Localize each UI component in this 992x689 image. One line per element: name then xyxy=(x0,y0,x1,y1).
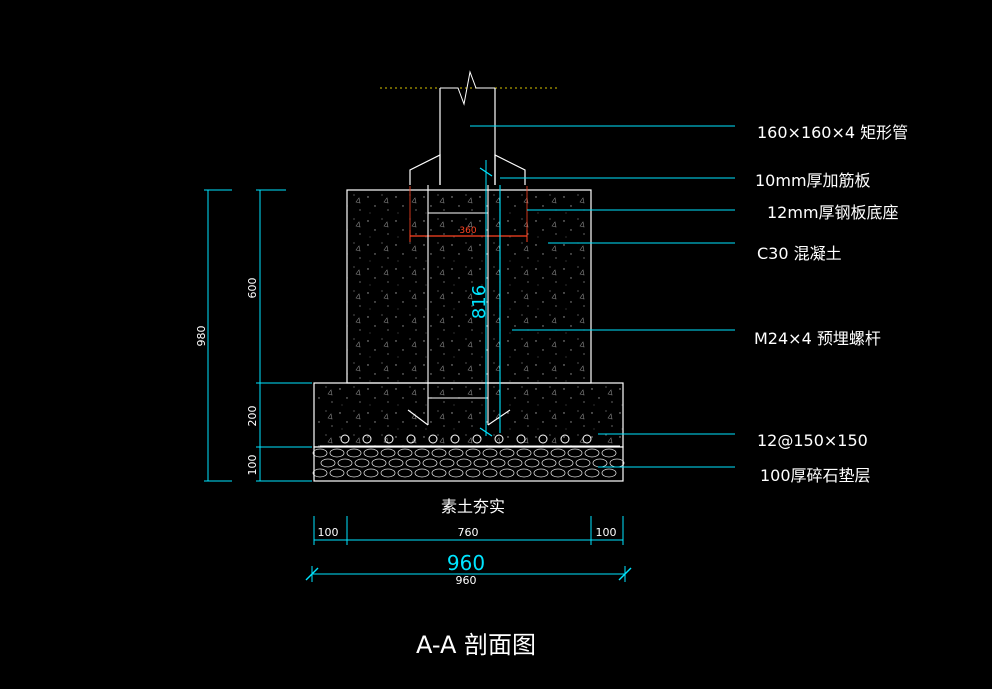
stiffener-plates xyxy=(409,154,526,185)
total-height-label: 980 xyxy=(195,326,208,347)
pedestal-height-label: 600 xyxy=(246,278,259,299)
vertical-dimensions xyxy=(204,189,312,482)
total-width-small-label: 960 xyxy=(456,574,477,587)
callout-column: 160×160×4 矩形管 xyxy=(757,123,908,142)
bolt-length-label: 816 xyxy=(469,285,490,319)
gravel-height-label: 100 xyxy=(246,455,259,476)
steel-column xyxy=(439,70,496,185)
callout-concrete: C30 混凝土 xyxy=(757,244,842,263)
footing-height-label: 200 xyxy=(246,406,259,427)
total-width-label: 960 xyxy=(447,551,485,575)
callout-rebar: 12@150×150 xyxy=(757,431,868,450)
concrete-footing xyxy=(313,382,624,448)
horizontal-dimensions xyxy=(305,516,632,582)
drawing-title: A-A 剖面图 xyxy=(416,631,536,659)
leader-lines xyxy=(470,125,735,468)
gravel-layer xyxy=(312,446,625,482)
bolt-length-dimension: 816 xyxy=(469,160,493,437)
callout-base-plate: 12mm厚钢板底座 xyxy=(767,203,899,222)
callout-stiffener: 10mm厚加筋板 xyxy=(755,171,871,190)
middle-width-label: 760 xyxy=(458,526,479,539)
concrete-pedestal xyxy=(346,189,592,384)
rebar-mesh xyxy=(320,434,620,447)
left-offset-label: 100 xyxy=(318,526,339,539)
base-plate: 360 xyxy=(409,186,528,242)
ground-label: 素土夯实 xyxy=(441,497,505,516)
anchor-bolts xyxy=(407,185,511,433)
right-offset-label: 100 xyxy=(596,526,617,539)
callout-gravel: 100厚碎石垫层 xyxy=(760,466,871,485)
callout-anchor-bolt: M24×4 预埋螺杆 xyxy=(754,329,881,348)
plate-width-label: 360 xyxy=(459,226,476,236)
